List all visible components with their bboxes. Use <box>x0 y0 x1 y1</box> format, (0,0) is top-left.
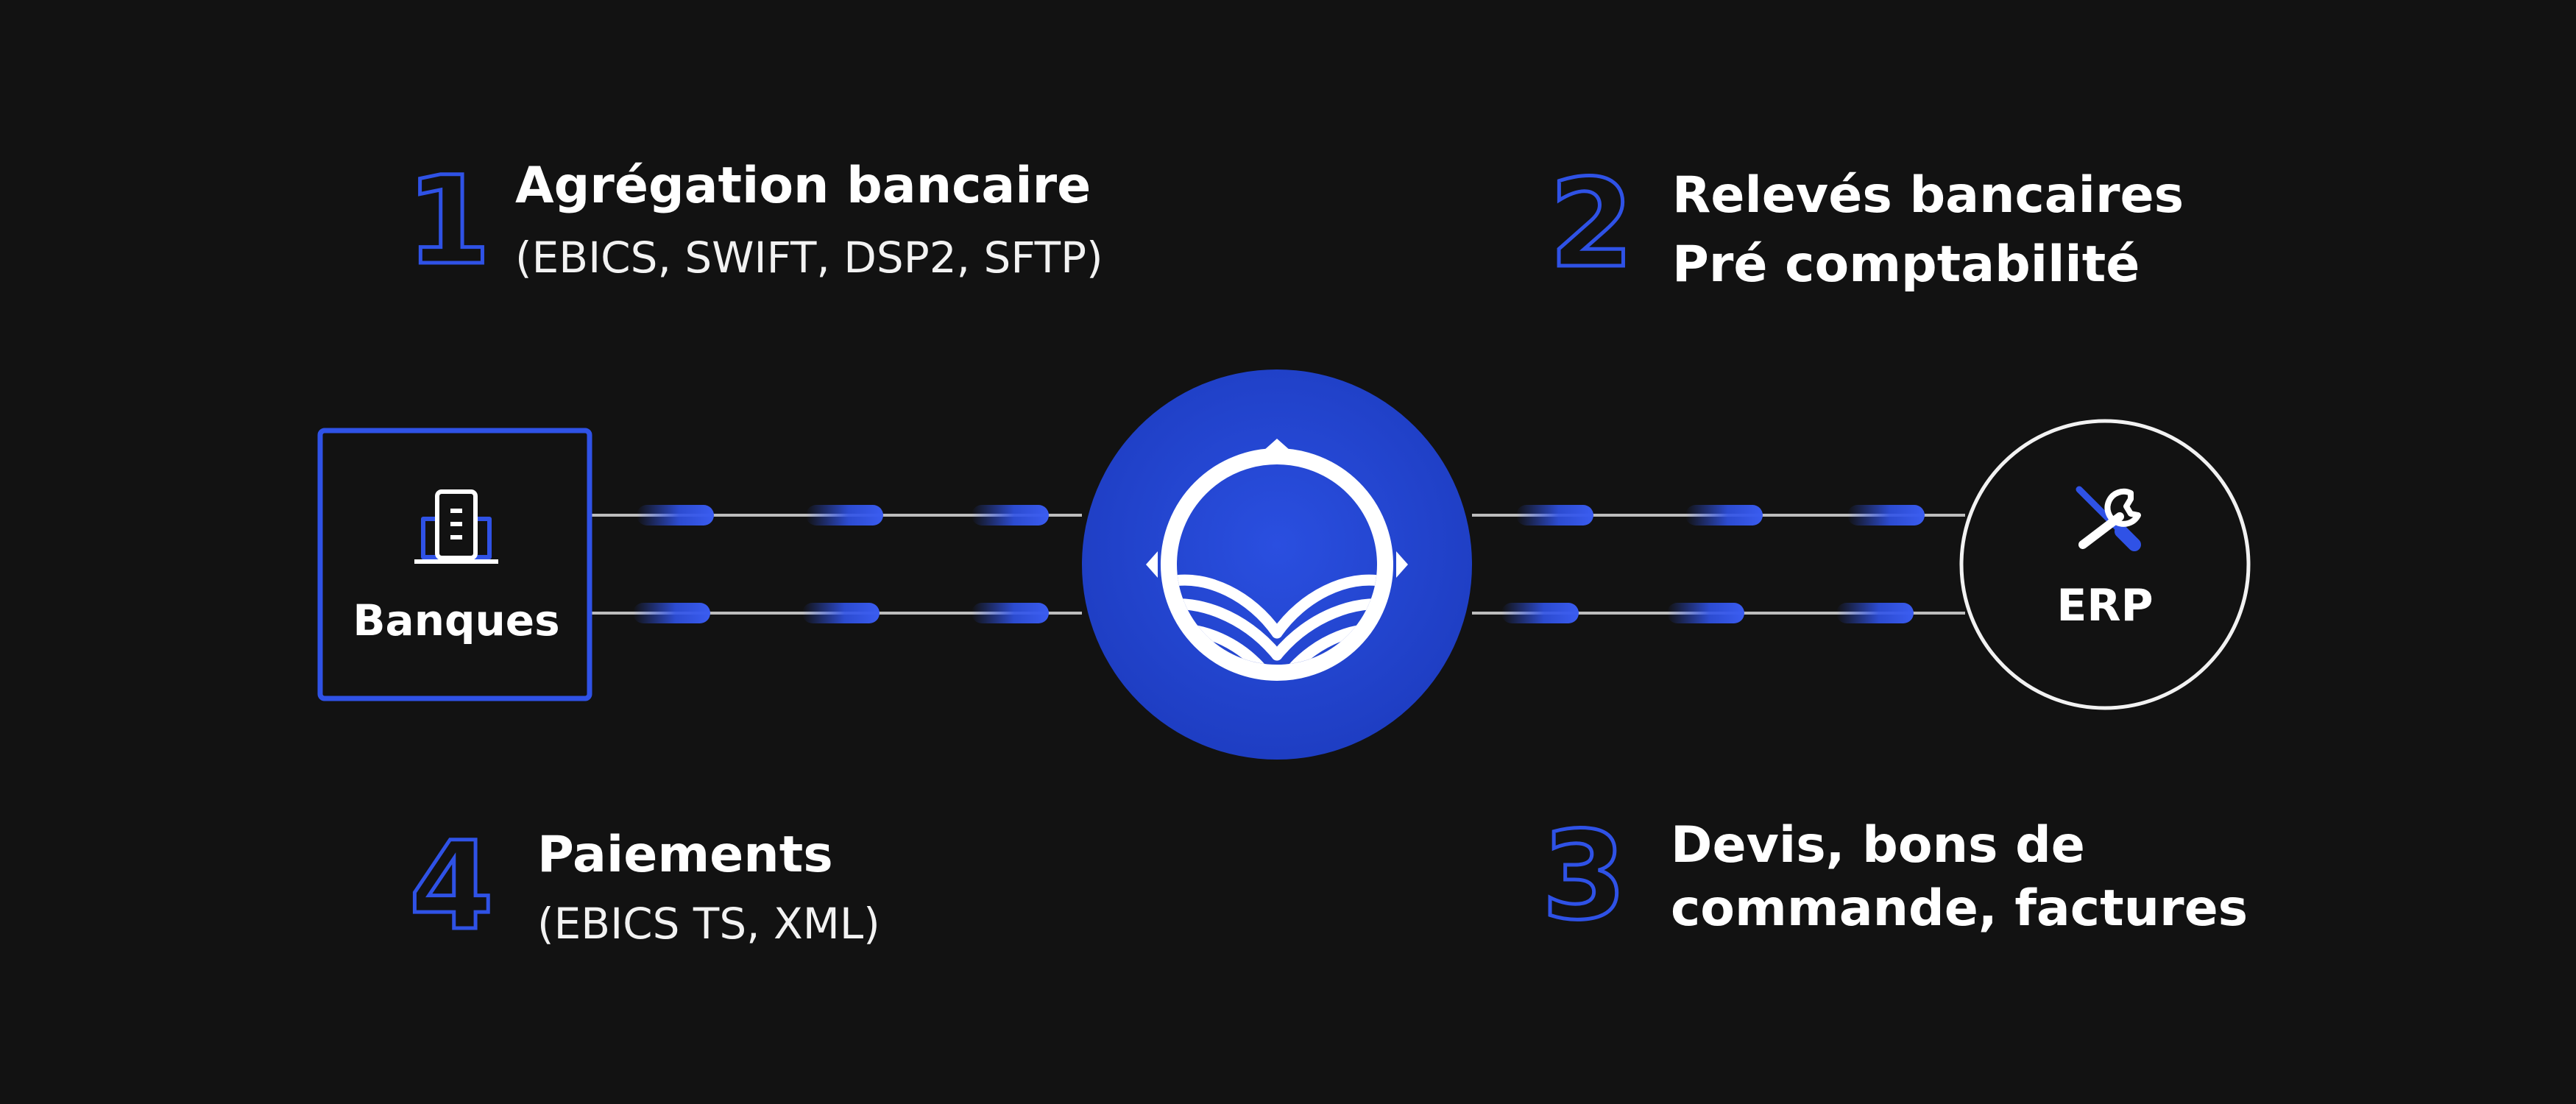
step-number: 1 <box>405 150 493 291</box>
flow-dash <box>633 603 710 623</box>
flow-dash <box>1516 505 1593 526</box>
banks-node[interactable] <box>317 428 592 701</box>
step-title-line: Pré comptabilité <box>1672 236 2140 294</box>
flow-dash <box>637 505 714 526</box>
step-subtitle: (EBICS TS, XML) <box>537 899 880 949</box>
step-title: Paiements <box>537 826 833 884</box>
wrench-screwdriver-icon <box>2076 486 2141 551</box>
flow-dash <box>972 603 1049 623</box>
step-number: 2 <box>1548 153 1636 294</box>
step-subtitle: (EBICS, SWIFT, DSP2, SFTP) <box>515 233 1103 283</box>
step-title-line: commande, factures <box>1671 880 2248 938</box>
flow-dash <box>1847 505 1925 526</box>
platform-logo-icon <box>1146 439 1408 681</box>
erp-node[interactable] <box>1959 419 2251 710</box>
flow-dash <box>1667 603 1744 623</box>
bank-building-icon <box>414 489 498 564</box>
erp-label: ERP <box>2056 580 2154 631</box>
flow-dash <box>1836 603 1914 623</box>
flow-dash <box>806 505 883 526</box>
hub-node[interactable] <box>1082 369 1472 760</box>
step-number: 4 <box>408 815 496 957</box>
step-title: Agrégation bancaire <box>515 157 1091 215</box>
flow-dash <box>972 505 1049 526</box>
banks-label: Banques <box>353 595 560 645</box>
step-title-line: Devis, bons de <box>1671 816 2085 874</box>
flow-dash <box>1685 505 1763 526</box>
flow-dash <box>802 603 880 623</box>
flow-dash <box>1501 603 1579 623</box>
step-number: 3 <box>1540 805 1629 946</box>
step-title-line: Relevés bancaires <box>1672 166 2184 224</box>
